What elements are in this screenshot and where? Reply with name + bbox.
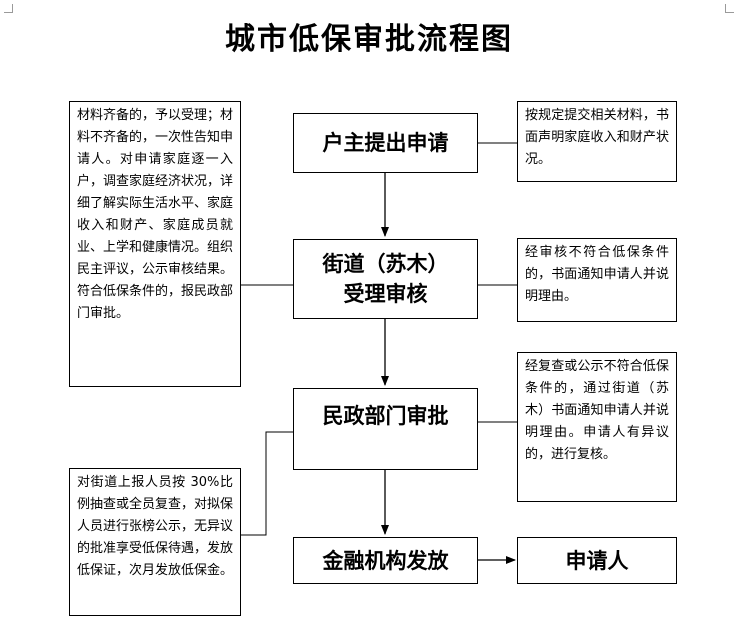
connector-approve-left [241,431,293,536]
applicant-label: 申请人 [565,548,629,573]
step-approve-box: 民政部门审批 [293,388,478,470]
step-apply-label: 户主提出申请 [322,131,449,155]
note-approve-left: 对街道上报人员按 30%比例抽查或全员复查，对拟保人员进行张榜公示，无异议的批准… [69,468,241,616]
note-review-left: 材料齐备的，予以受理；材料不齐备的，一次性告知申请人。对申请家庭逐一入户，调查家… [69,101,241,387]
step-apply-box: 户主提出申请 [293,113,478,173]
applicant-box: 申请人 [517,537,677,584]
step-review-box: 街道（苏木） 受理审核 [293,239,478,319]
corner-mark-top-right [725,4,734,13]
page-title: 城市低保审批流程图 [225,22,513,57]
note-review-right: 经审核不符合低保条件的，书面通知申请人并说明理由。 [517,238,677,322]
step-finance-label: 金融机构发放 [322,548,449,573]
step-review-label-line1: 街道（苏木） [322,252,449,276]
step-review-label-line2: 受理审核 [343,282,428,306]
note-apply-right: 按规定提交相关材料，书面声明家庭收入和财产状况。 [517,101,677,182]
step-finance-box: 金融机构发放 [293,537,478,584]
note-approve-right: 经复查或公示不符合低保条件的，通过街道（苏木）书面通知申请人并说明理由。申请人有… [517,352,677,502]
corner-mark-top-left [4,4,13,13]
step-approve-label: 民政部门审批 [322,404,449,428]
